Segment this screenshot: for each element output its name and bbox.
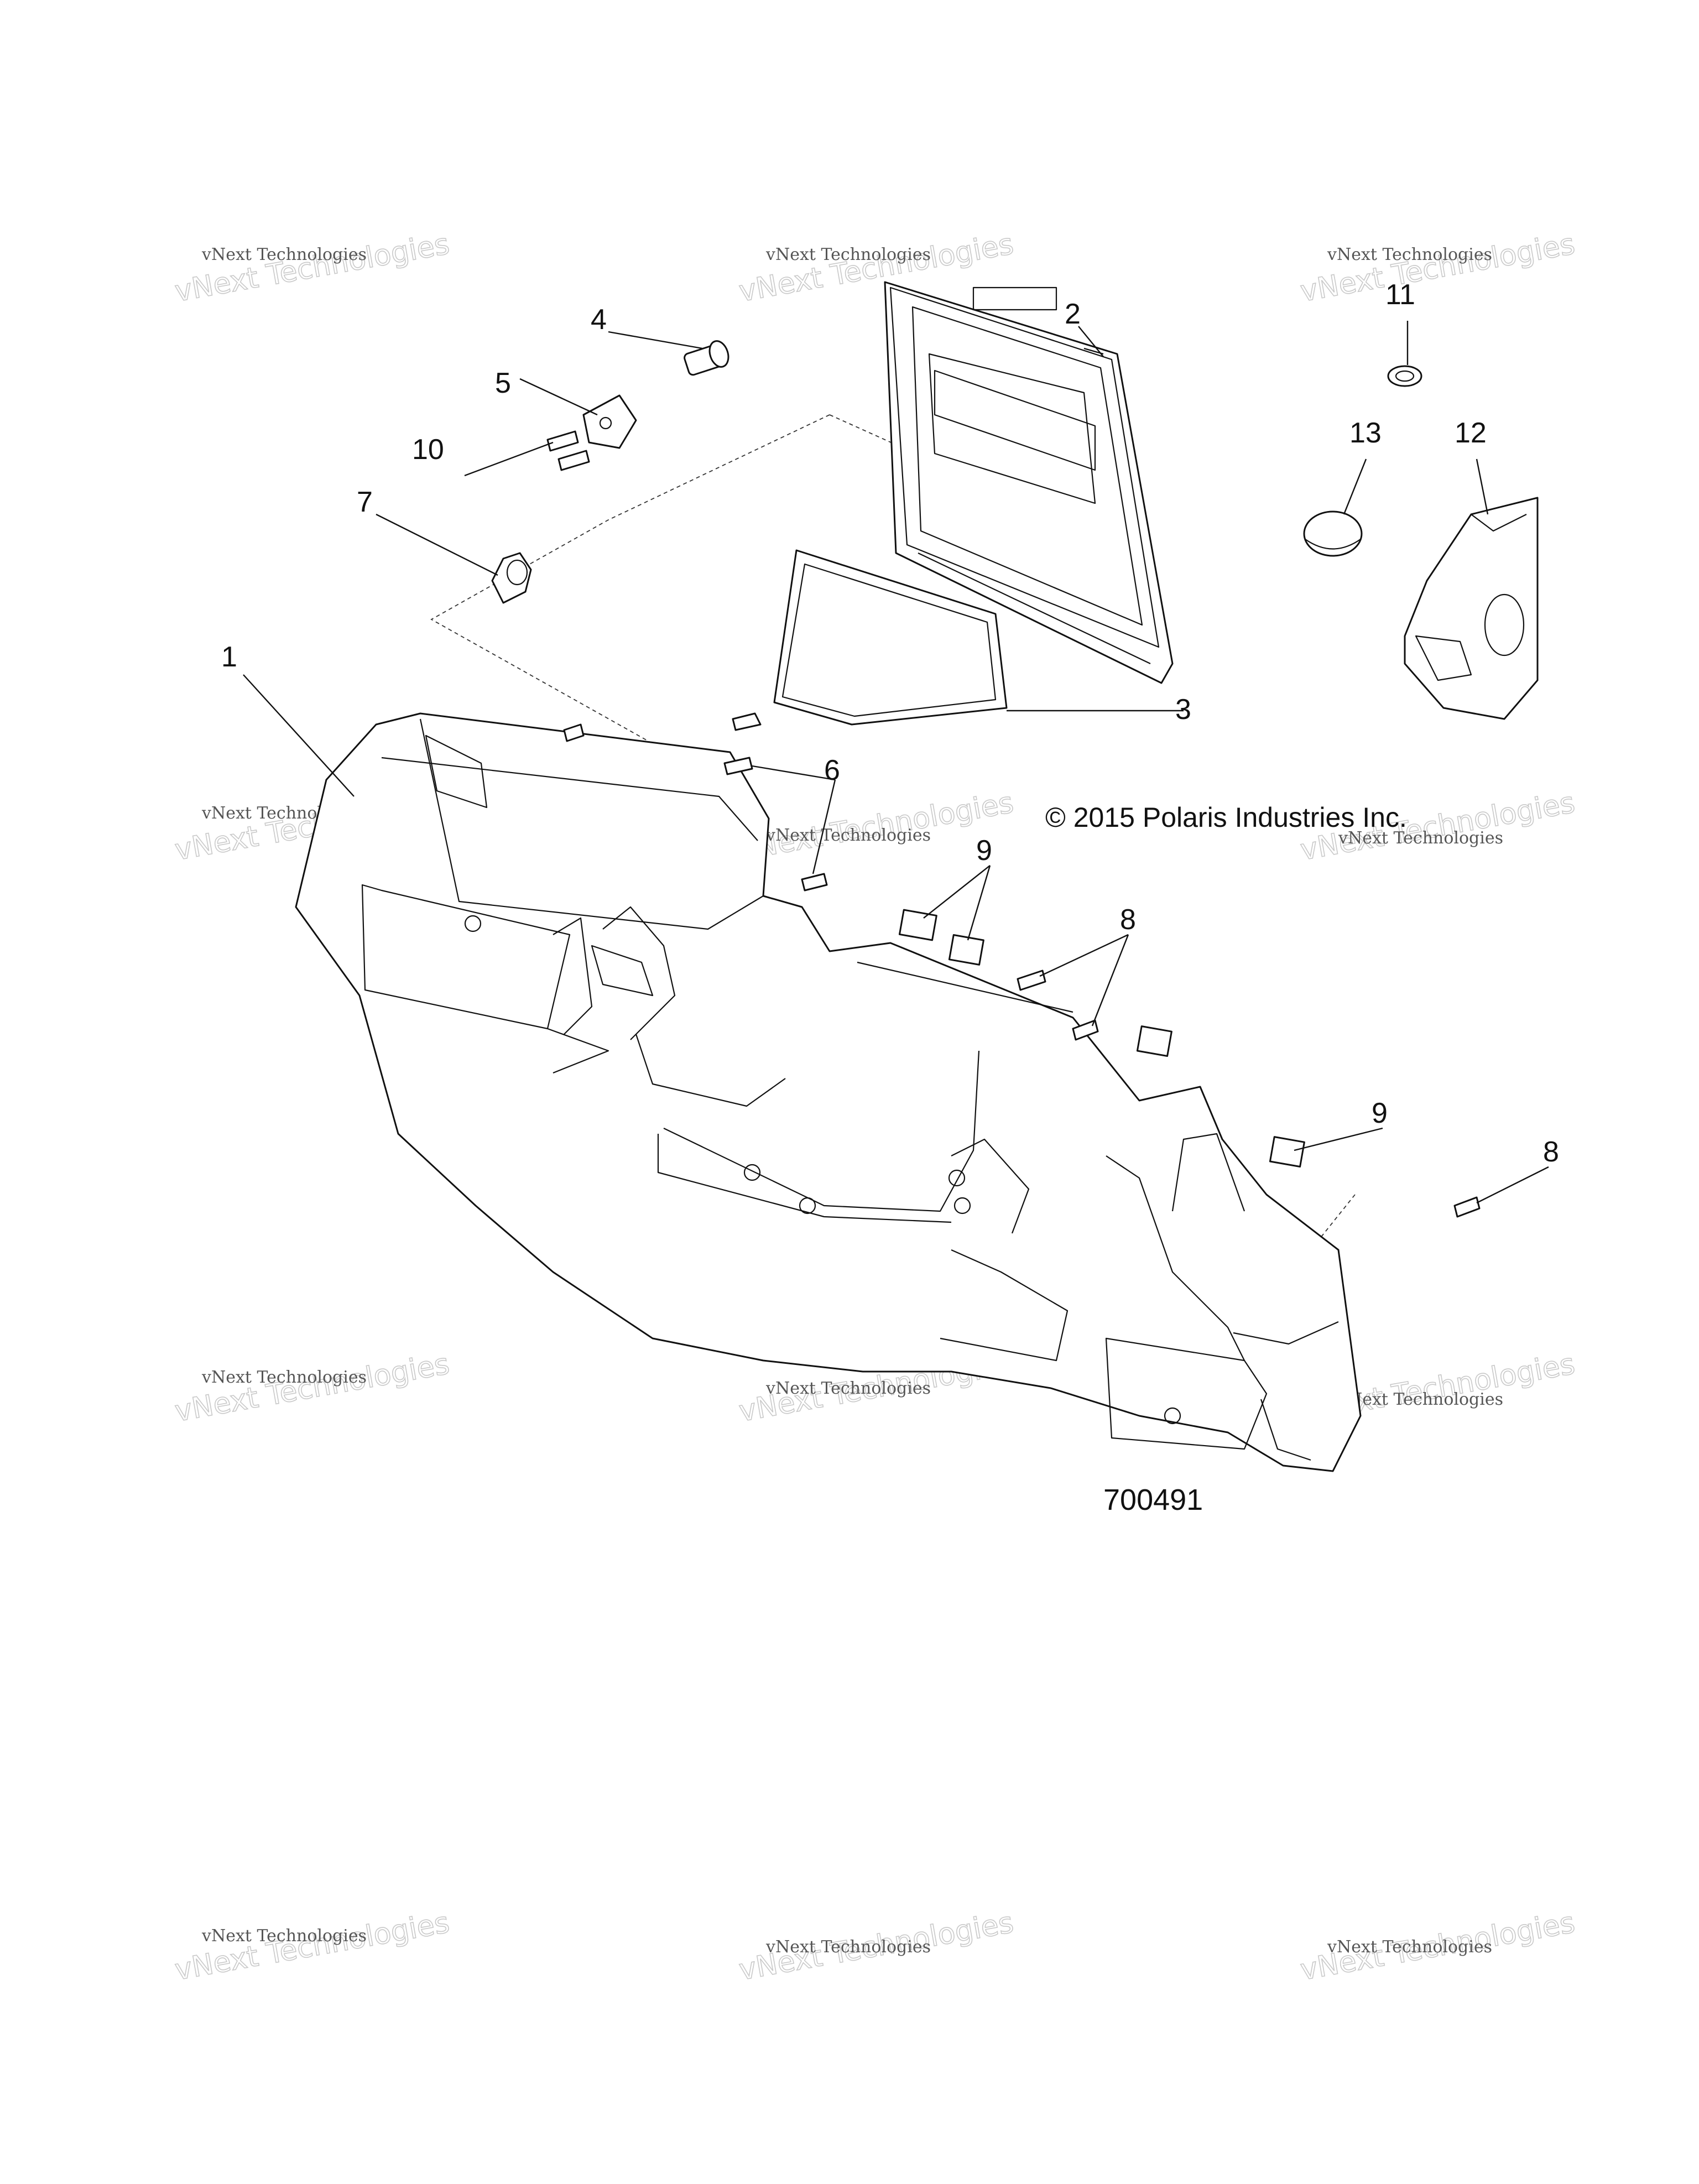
callout-8: 8 bbox=[1120, 904, 1136, 936]
watermark-lower-left: vNext Technologies vNext Technologies bbox=[172, 1347, 452, 1429]
figure-number: 700491 bbox=[1103, 1483, 1203, 1516]
leader-lines bbox=[243, 321, 1549, 1204]
callout-5: 5 bbox=[495, 367, 511, 399]
clip-icon bbox=[898, 909, 1305, 1168]
callout-13: 13 bbox=[1349, 417, 1382, 449]
callout-8: 8 bbox=[1543, 1136, 1559, 1168]
watermark-small-text: vNext Technologies bbox=[201, 1926, 367, 1946]
watermark-top-right: vNext Technologies vNext Technologies bbox=[1297, 227, 1578, 309]
callout-6: 6 bbox=[824, 754, 840, 786]
watermark-small-text: vNext Technologies bbox=[201, 1368, 367, 1387]
watermark-small-text: vNext Technologies bbox=[765, 1379, 931, 1398]
callout-7: 7 bbox=[357, 486, 373, 518]
latch-plate-icon bbox=[582, 394, 637, 449]
watermark-small-text: vNext Technologies bbox=[201, 245, 367, 264]
grommet-icon bbox=[1387, 365, 1422, 387]
watermark-large-text: vNext Technologies bbox=[173, 1347, 452, 1428]
watermark-mid-center: vNext Technologies vNext Technologies bbox=[736, 786, 1017, 868]
screw-icon bbox=[546, 430, 590, 471]
glove-box-door-icon bbox=[884, 281, 1174, 684]
watermark-top-left: vNext Technologies vNext Technologies bbox=[172, 227, 452, 309]
push-rivet-icon bbox=[563, 712, 828, 892]
callout-3: 3 bbox=[1175, 694, 1191, 726]
callout-12: 12 bbox=[1455, 417, 1487, 449]
watermark-large-text: vNext Technologies bbox=[173, 227, 452, 308]
copyright-text: © 2015 Polaris Industries Inc. bbox=[1045, 802, 1407, 833]
door-seal-icon bbox=[773, 549, 1008, 726]
callout-11: 11 bbox=[1385, 279, 1415, 311]
callout-1: 1 bbox=[221, 641, 237, 673]
cup-holder-icon bbox=[1404, 497, 1539, 720]
hinge-pin-icon bbox=[684, 340, 729, 376]
watermark-small-text: vNext Technologies bbox=[765, 245, 931, 264]
watermark-bottom-center: vNext Technologies vNext Technologies bbox=[736, 1906, 1017, 1988]
watermark-small-text: vNext Technologies bbox=[765, 1937, 931, 1957]
watermark-bottom-right: vNext Technologies vNext Technologies bbox=[1297, 1906, 1578, 1988]
watermark-small-text: vNext Technologies bbox=[765, 826, 931, 845]
watermark-bottom-left: vNext Technologies vNext Technologies bbox=[172, 1906, 452, 1988]
push-rivet-icon bbox=[1017, 969, 1481, 1218]
watermark-top-center: vNext Technologies vNext Technologies bbox=[736, 227, 1017, 309]
watermark-small-text: vNext Technologies bbox=[1338, 1390, 1503, 1409]
dashboard-panel-icon bbox=[295, 712, 1362, 1472]
callout-10: 10 bbox=[412, 434, 444, 466]
watermark-small-text: vNext Technologies bbox=[1327, 1937, 1492, 1957]
callout-4: 4 bbox=[591, 304, 607, 336]
callout-9: 9 bbox=[1372, 1097, 1388, 1129]
plug-icon bbox=[1303, 510, 1363, 557]
watermark-large-text: vNext Technologies bbox=[1298, 227, 1577, 308]
callout-9: 9 bbox=[976, 835, 992, 867]
watermark-large-text: vNext Technologies bbox=[173, 1906, 452, 1987]
bumper-icon bbox=[491, 552, 532, 604]
callout-2: 2 bbox=[1065, 298, 1081, 330]
callouts: 1 2 3 4 5 6 7 8 8 9 9 10 11 12 13 bbox=[221, 279, 1559, 1168]
watermark-small-text: vNext Technologies bbox=[1338, 828, 1503, 848]
watermark-large-text: vNext Technologies bbox=[737, 227, 1016, 308]
watermark-small-text: vNext Technologies bbox=[1327, 245, 1492, 264]
